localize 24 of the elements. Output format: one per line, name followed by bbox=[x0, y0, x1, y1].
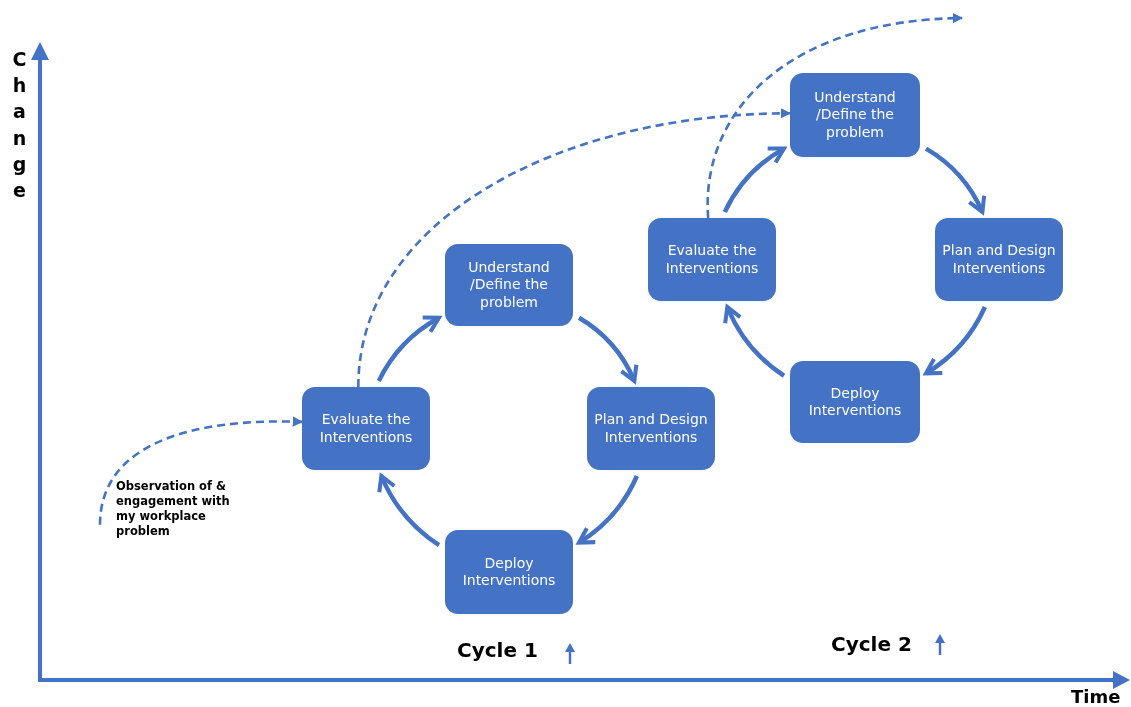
process-box: Understand /Define the problem bbox=[790, 73, 920, 157]
curved-arrow bbox=[376, 315, 442, 383]
curved-arrow bbox=[377, 474, 441, 547]
process-box: Evaluate the Interventions bbox=[648, 218, 776, 301]
curved-arrow bbox=[577, 315, 638, 384]
process-box: Deploy Interventions bbox=[445, 530, 573, 614]
process-box: Understand /Define the problem bbox=[445, 244, 573, 326]
process-box: Evaluate the Interventions bbox=[302, 387, 430, 470]
axis-label: Time bbox=[1071, 686, 1121, 707]
curved-arrow bbox=[577, 475, 639, 545]
curved-arrow bbox=[722, 146, 787, 213]
cycle-label: Cycle 1 bbox=[457, 638, 538, 662]
annotation-text: Observation of & engagement with my workplace problem bbox=[100, 473, 250, 545]
curved-arrow bbox=[723, 305, 786, 378]
process-box: Plan and Design Interventions bbox=[587, 387, 715, 470]
curved-arrow bbox=[924, 146, 986, 215]
dashed-arrow bbox=[706, 13, 964, 218]
dashed-arrow bbox=[98, 416, 304, 525]
process-box: Deploy Interventions bbox=[790, 361, 920, 443]
process-box: Plan and Design Interventions bbox=[935, 218, 1063, 301]
dashed-arrow bbox=[357, 108, 792, 388]
axis-label: Change bbox=[11, 47, 28, 204]
curved-arrow bbox=[924, 306, 987, 376]
cycle-label: Cycle 2 bbox=[831, 632, 912, 656]
